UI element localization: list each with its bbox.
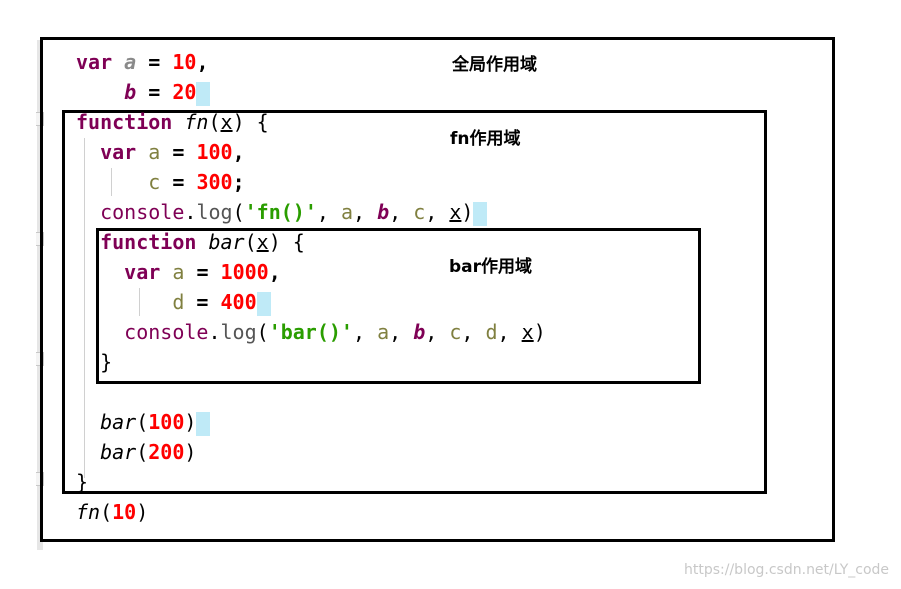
code-line-7: function bar(x) {	[100, 230, 305, 254]
keyword: var	[76, 50, 113, 74]
console-object: console	[124, 320, 209, 344]
variable-b: b	[377, 200, 390, 224]
variable-a: a	[148, 140, 161, 164]
variable-a: a	[172, 260, 185, 284]
text-cursor	[473, 201, 488, 226]
number-literal: 10	[172, 50, 197, 74]
indent-guide	[139, 288, 140, 316]
function-call: bar	[100, 410, 137, 434]
function-call: fn	[76, 500, 101, 524]
number-literal: 1000	[220, 260, 269, 284]
text-cursor	[256, 291, 271, 316]
text-cursor	[196, 81, 211, 106]
log-method: log	[196, 200, 233, 224]
function-name: fn	[184, 110, 209, 134]
code-line-5: c = 300;	[148, 170, 245, 194]
global-scope-box	[40, 37, 835, 542]
function-call: bar	[100, 440, 137, 464]
indent-guide	[84, 138, 85, 478]
parameter: x	[449, 200, 462, 224]
variable-c: c	[413, 200, 426, 224]
number-literal: 100	[148, 410, 185, 434]
number-literal: 200	[148, 440, 185, 464]
code-line-10: console.log('bar()', a, b, c, d, x)	[124, 320, 546, 344]
bar-scope-box	[96, 228, 701, 384]
keyword: var	[124, 260, 161, 284]
variable-c: c	[148, 170, 161, 194]
code-line-6: console.log('fn()', a, b, c, x)	[76, 198, 488, 226]
code-line-4: var a = 100,	[100, 140, 245, 164]
string-literal: 'fn()'	[244, 200, 317, 224]
number-literal: 20	[172, 80, 197, 104]
number-literal: 100	[196, 140, 233, 164]
number-literal: 300	[196, 170, 233, 194]
variable-d: d	[172, 290, 185, 314]
code-line-13: bar(200)	[100, 440, 197, 464]
code-line-12: bar(100)	[76, 408, 211, 436]
variable-a: a	[124, 50, 137, 74]
code-line-2: b = 20	[76, 78, 211, 106]
code-line-9: d = 400	[76, 288, 271, 316]
string-literal: 'bar()'	[268, 320, 353, 344]
indent-guide	[111, 168, 112, 196]
keyword: function	[76, 110, 173, 134]
parameter: x	[521, 320, 534, 344]
variable-b: b	[124, 80, 137, 104]
log-method: log	[220, 320, 257, 344]
text-cursor	[196, 411, 211, 436]
watermark: https://blog.csdn.net/LY_code	[684, 562, 890, 578]
parameter: x	[220, 110, 233, 134]
variable-d: d	[485, 320, 498, 344]
keyword: var	[100, 140, 137, 164]
code-line-1: var a = 10,	[76, 50, 209, 74]
code-line-11: }	[100, 350, 113, 374]
number-literal: 400	[220, 290, 257, 314]
keyword: function	[100, 230, 197, 254]
variable-c: c	[449, 320, 462, 344]
code-line-8: var a = 1000,	[124, 260, 281, 284]
variable-a: a	[377, 320, 390, 344]
number-literal: 10	[112, 500, 137, 524]
fn-scope-label: fn作用域	[450, 129, 521, 149]
code-line-14: }	[76, 470, 89, 494]
function-name: bar	[208, 230, 245, 254]
code-line-15: fn(10)	[76, 500, 149, 524]
fn-scope-box	[62, 110, 767, 494]
console-object: console	[100, 200, 185, 224]
parameter: x	[256, 230, 269, 254]
variable-b: b	[413, 320, 426, 344]
global-scope-label: 全局作用域	[452, 55, 537, 75]
variable-a: a	[340, 200, 353, 224]
bar-scope-label: bar作用域	[449, 257, 533, 277]
code-line-3: function fn(x) {	[76, 110, 269, 134]
